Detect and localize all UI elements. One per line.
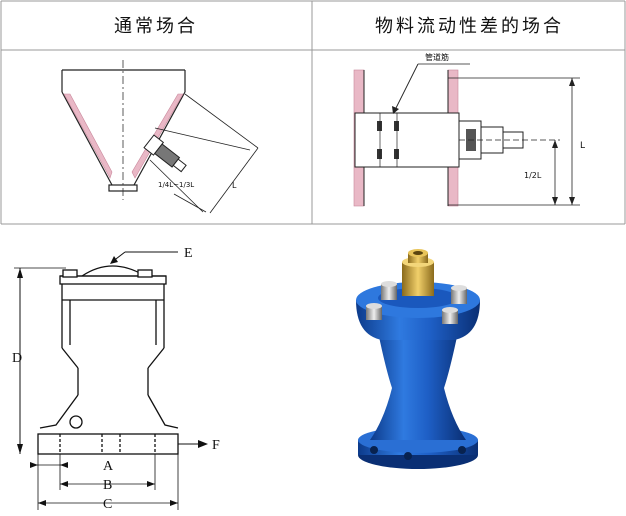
product-cap bbox=[356, 282, 480, 318]
brass-fitting-icon bbox=[402, 249, 434, 296]
vibrator-icon bbox=[143, 134, 187, 173]
label-b: B bbox=[103, 478, 112, 493]
hopper-diagram: 1/4L~1/3L L bbox=[61, 60, 259, 214]
product-body bbox=[370, 332, 466, 440]
pipe-diagram: 管道筋 L 1/2L bbox=[353, 52, 585, 207]
product-base bbox=[358, 441, 478, 469]
header-poor-flow-case: 物料流动性差的场合 bbox=[375, 16, 564, 37]
half-length-label: 1/2L bbox=[524, 171, 542, 180]
hopper-body bbox=[61, 69, 186, 192]
label-c: C bbox=[103, 497, 112, 512]
flange-label: 管道筋 bbox=[425, 52, 449, 62]
pipe-flange bbox=[354, 112, 460, 168]
label-a: A bbox=[103, 459, 114, 474]
product-bolts bbox=[366, 281, 467, 324]
pipe-length-label: L bbox=[580, 141, 585, 151]
header-normal-case: 通常场合 bbox=[114, 16, 198, 37]
hopper-material-left bbox=[63, 93, 113, 179]
label-f: F bbox=[212, 438, 220, 453]
label-e: E bbox=[184, 246, 193, 261]
table-grid bbox=[0, 0, 626, 225]
installation-table: 通常场合 物料流动性差的场合 bbox=[0, 0, 626, 226]
label-d: D bbox=[12, 351, 22, 366]
hopper-length-label: L bbox=[232, 181, 237, 190]
fraction-label: 1/4L~1/3L bbox=[158, 181, 194, 189]
